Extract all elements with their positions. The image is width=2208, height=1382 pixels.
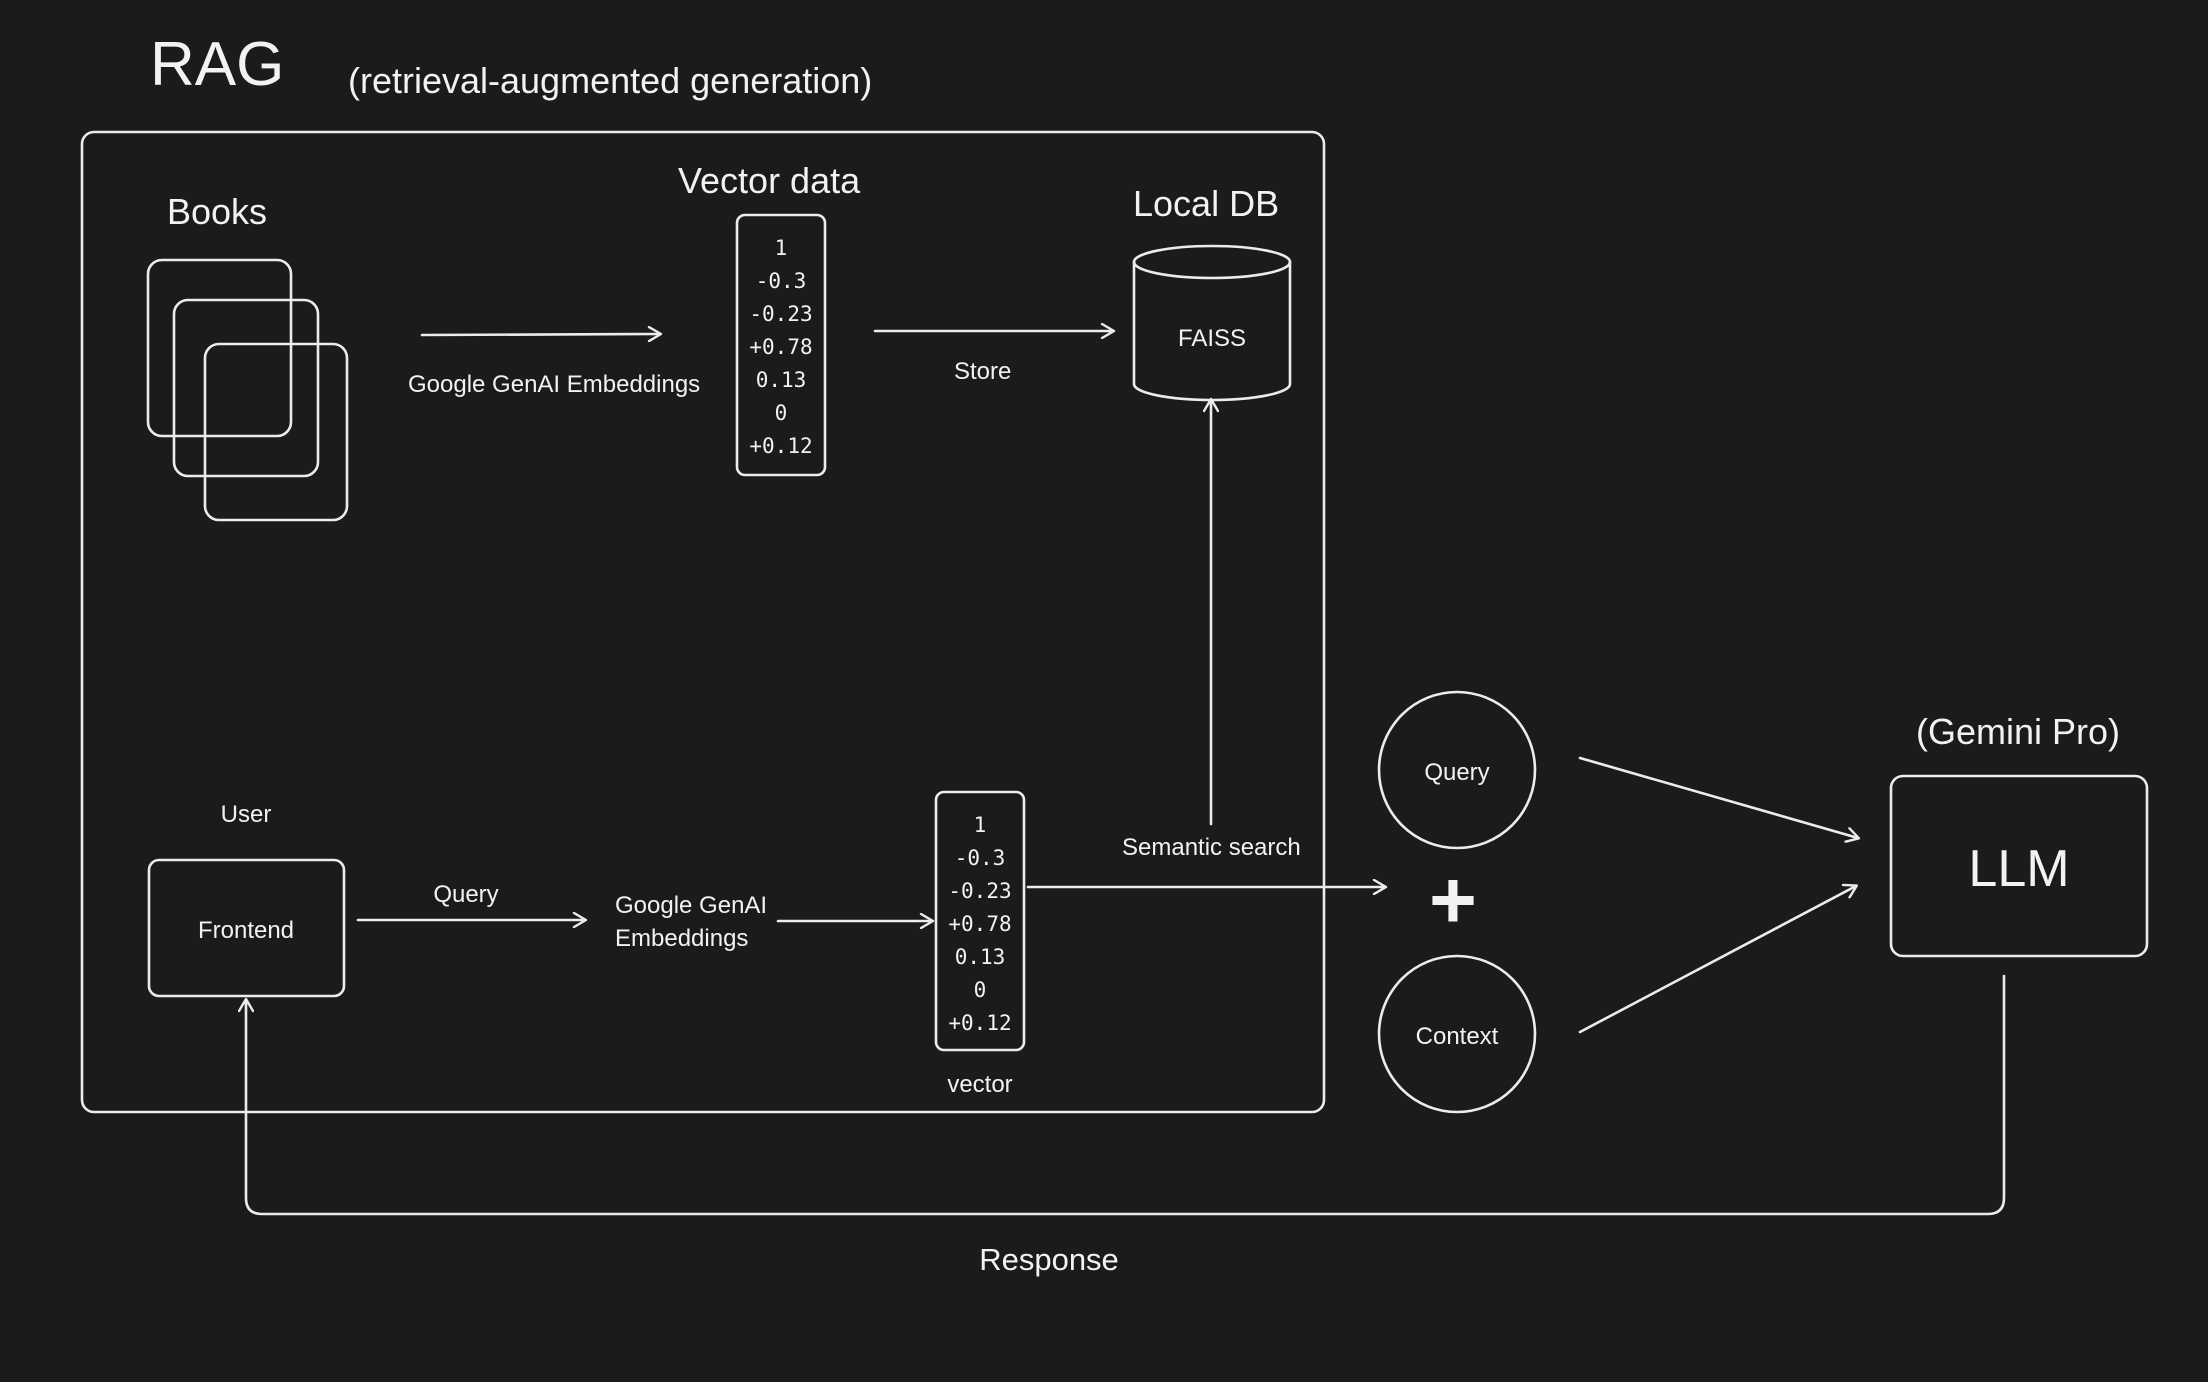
vector-value: 1 [775,236,788,260]
query-circle [1377,690,1537,850]
vector-data-values: 1 -0.3 -0.23 +0.78 0.13 0 +0.12 [749,236,812,458]
context-circle-label: Context [1416,1023,1499,1050]
semantic-search-label: Semantic search [1122,834,1301,861]
query-label: Query [433,881,498,908]
query-vector-box [934,790,1026,1052]
database-icon [1132,244,1292,402]
embed-label-bottom-line2: Embeddings [615,925,748,952]
local-db-heading: Local DB [1133,183,1279,224]
faiss-label: FAISS [1178,325,1246,352]
vector-value: -0.3 [955,846,1006,870]
context-to-llm-arrow [1578,886,1856,1034]
llm-model-label: (Gemini Pro) [1916,711,2120,752]
frontend-box [147,858,346,998]
books-label: Books [167,191,267,232]
embed-label-bottom-line1: Google GenAI [615,892,767,919]
vector-value: -0.3 [756,269,807,293]
frontend-label: Frontend [198,917,294,944]
vector-value: 0.13 [955,945,1006,969]
context-circle [1377,954,1537,1114]
query-vector-values: 1 -0.3 -0.23 +0.78 0.13 0 +0.12 [948,813,1011,1035]
vector-value: -0.23 [749,302,812,326]
vector-data-box [735,213,827,477]
vector-value: +0.12 [749,434,812,458]
diagram-subtitle: (retrieval-augmented generation) [348,60,872,101]
vector-value: -0.23 [948,879,1011,903]
query-to-llm-arrow [1578,756,1858,838]
query-circle-label: Query [1424,759,1489,786]
response-arrow [246,974,2006,1216]
llm-box [1889,774,2149,958]
embed-label-top: Google GenAI Embeddings [408,371,700,398]
response-label: Response [979,1242,1119,1277]
plus-sign: + [1429,855,1477,946]
vector-data-heading: Vector data [678,160,861,201]
user-label: User [221,801,272,828]
rag-container [80,130,1326,1114]
vector-value: +0.12 [948,1011,1011,1035]
embed-arrow-top [420,334,660,335]
diagram-title: RAG [150,30,284,99]
vector-caption: vector [947,1071,1012,1098]
vector-value: 0.13 [756,368,807,392]
books-icon [146,258,349,522]
vector-value: 0 [974,978,987,1002]
store-label: Store [954,358,1011,385]
vector-value: 1 [974,813,987,837]
vector-value: 0 [775,401,788,425]
vector-value: +0.78 [948,912,1011,936]
llm-label: LLM [1968,840,2069,898]
vector-value: +0.78 [749,335,812,359]
